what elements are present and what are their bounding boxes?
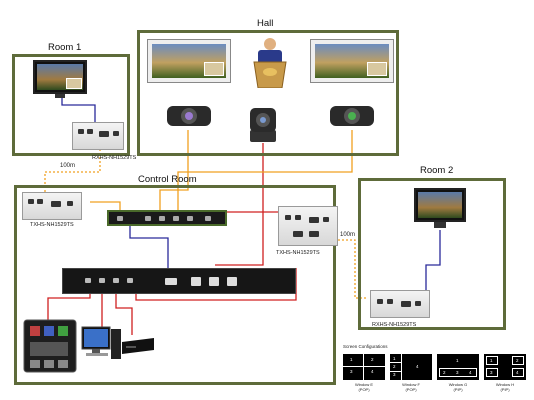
room1-box [12,54,130,156]
projector-right-icon [330,106,374,126]
room1-link-line [44,150,101,192]
room2-box [358,178,506,330]
screen-configurations-title: Screen Configurations [343,344,388,349]
room2-monitor-stand [434,222,446,228]
hall-screen-left [147,39,231,83]
room1-monitor-pip [66,78,82,89]
tx-hall-link-device [278,206,338,246]
room2-distance: 100m [340,232,356,238]
window-h-config: 1 2 3 4 [484,354,526,380]
tx-hall-link-label: TXHS-NH1529TS [276,250,320,256]
hall-box [137,30,399,156]
control-room-title: Control Room [138,174,197,185]
window-e-config: 1 2 3 4 [343,354,385,380]
window-g-label: Window G(PIP) [448,382,468,392]
pc-to-switcher-line-3 [115,288,133,335]
room2-monitor-screen [418,192,462,218]
speaker-podium-icon [253,38,287,88]
rx-room2-device [370,290,430,318]
window-e-label: Window E(POP) [354,382,373,392]
window-f-config: 1 2 3 4 [390,354,432,380]
matrix-to-projector-left-line [159,130,189,212]
room1-monitor [33,60,87,94]
camera-to-matrix-line [215,143,264,266]
window-f-label: Window F(POP) [402,382,420,392]
hdmi-matrix-switcher [107,210,227,226]
tx-control-device [22,192,82,220]
room1-distance: 100m [60,163,76,169]
ptz-camera-icon [250,108,276,142]
room2-link-line [338,239,368,299]
rx-room1-label: RXHS-NH1529TS [92,155,137,161]
rx-room2-label: RXHS-NH1529TS [372,322,417,328]
blu-ray-player-icon [122,338,154,354]
room1-title: Room 1 [48,42,82,53]
rx-room1-device [72,122,124,150]
touch-panel-icon [23,319,77,373]
matrix-to-txhs-left-line [90,201,121,212]
hall-screen-right-pip [367,62,387,76]
room1-monitor-stand [55,94,65,98]
main-switcher-device [62,268,296,294]
desktop-pc-icon [81,326,121,359]
switcher-to-matrix-line [129,226,169,272]
room2-title: Room 2 [420,165,454,176]
control-room-box [14,185,336,385]
projector-left-icon [167,106,211,126]
window-h-label: Window H(PIP) [495,382,515,392]
rx2-to-monitor-line [425,230,441,298]
hall-screen-right [310,39,394,83]
rx1-to-monitor-line [61,93,96,122]
matrix-to-projector-right-line [177,130,353,212]
tx-control-label: TXHS-NH1529TS [30,222,74,228]
window-g-config: 1 2 3 4 [437,354,479,380]
room2-monitor [414,188,466,222]
hall-screen-left-pip [204,62,224,76]
hall-title: Hall [257,18,274,29]
